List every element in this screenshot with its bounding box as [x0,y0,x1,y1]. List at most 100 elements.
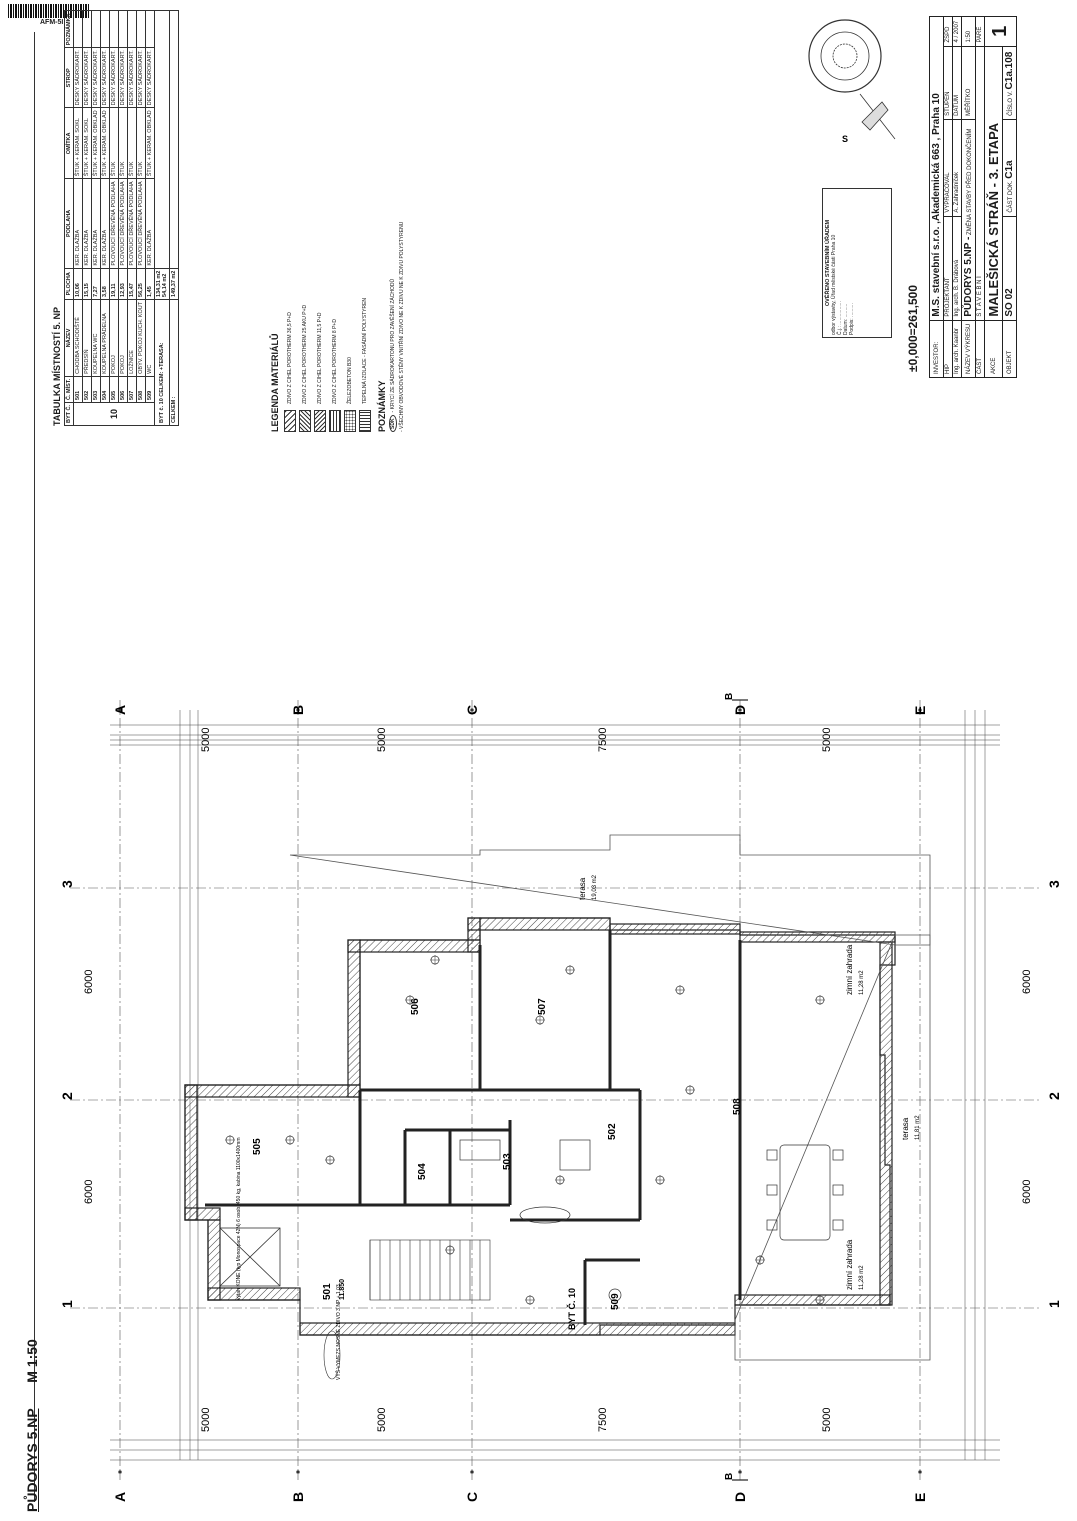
name-hip: Ing. arch. Kaanbr [952,320,962,378]
grid-lines [70,700,1040,1480]
role-designer: PROJEKTANT [943,216,953,321]
part-doc-value: C1a [1004,160,1015,179]
room-cell-area: 10,06 [73,268,83,300]
col-area: PLOCHA [64,268,74,300]
terrace-label-top-area: 19,03 m2 [592,874,598,900]
plan-title: PŮDORYS 5.NP [24,1408,40,1512]
light-fixture-icon [555,1175,565,1185]
role-stage-value: ZSPD [943,16,953,47]
room-cell-plaster: ŠTUK [136,107,146,179]
legend-label: TEPELNÁ IZOLACE - FASÁDNÍ POLYSTYREN [362,297,368,404]
grid-marker-d [738,1470,742,1474]
terrace-top-name: terasa [578,877,587,900]
room-cell-note [100,10,110,48]
legend-swatch-icon [344,410,356,432]
room-cell-name: WC [145,299,155,377]
bath-shape-icon [519,1206,571,1224]
legend-label: ZDIVO Z CIHEL POROTHERM 8 P+D [332,319,338,404]
legend-item: ZDIVO Z CIHEL POROTHERM 36,5 P+D [284,222,296,432]
note-item: SDK- KRYCÍ ZE SÁDROKARTONU PRO ZAVĚŠENÍ … [389,222,397,432]
wall-segment-501-bottom [207,1287,301,1301]
number-cell: ČÍSLO V. C1a.108 [1002,46,1017,120]
grid-label-2: 2 [59,1092,75,1100]
wall-segment-507-top [467,917,611,931]
light-fixture-icon [325,1155,335,1165]
kitchen-sink-icon [559,1139,591,1171]
note-text: - VŠECHNY OBVODOVÉ STĚNY VNITŘNÍ ZDIVO N… [399,221,405,432]
scale-value: 1:50 [961,16,976,47]
grid-label-e: E [912,1493,928,1502]
room-cell-plaster: ŠTUK + KERAM. OBKLAD [100,107,110,179]
room-cell-floor: KER. DLAŽBA [91,178,101,269]
terrace-labels: terasa 19,03 m2 zimní zahrada 11,28 m2 t… [578,874,921,1290]
room-label-501: 501 [322,1283,333,1300]
legend-swatch-icon [329,410,341,432]
sanitary [459,1139,622,1302]
terrace-top-outline [289,834,931,946]
room-label-504: 504 [417,1163,428,1180]
light-fixture-icon [755,1255,765,1265]
grid-marker-a [118,1470,122,1474]
bathtub-icon [459,1139,501,1161]
grid-label-2: 2 [1046,1092,1062,1100]
col-note: POZNÁMKA [64,10,74,48]
room-cell-floor: PLOVOUCÍ DŘEVĚNÁ PODLAHA [127,178,137,269]
room-cell-name: KOUPELNA PRÁDELNA [100,299,110,377]
flat-number: 10 [73,402,155,426]
wall-segment-508-top [609,923,741,935]
room-cell-no: 501 [73,376,83,403]
room-label-507: 507 [537,998,548,1015]
grid-label-b: B [290,705,306,715]
part-doc-label: ČÁST DOK. [1008,180,1014,213]
office-stamp-line: Podpis: .......... [849,303,855,335]
grid-label-3: 3 [59,880,75,888]
grid-marker-c [470,708,474,712]
notes-title: POZNÁMKY [377,380,387,433]
stamp-outer-circle [808,19,882,93]
terrace-label-top: terasa [578,877,587,900]
room-cell-name: OBÝV. POKOJ KUCH. KOUT [136,299,146,377]
light-fixture-icon [430,955,440,965]
room-label-505: 505 [252,1138,263,1155]
room-cell-floor: KER. DLAŽBA [145,178,155,269]
office-stamp: OVĚŘENO STAVEBNÍM ÚŘADEM odbor výstavby,… [822,188,892,338]
grid-label-c: C [464,1492,480,1502]
number-label: ČÍSLO V. [1008,91,1014,116]
light-fixture-icon [535,1015,545,1025]
investor-label: INVESTOR: [929,320,944,378]
room-cell-note [109,10,119,48]
light-fixture-icon [225,1135,235,1145]
letter-spacing-label: 5000 [376,1408,388,1432]
title-block: INVESTOR: M.S. stavební s.r.o. ,Akademic… [929,16,1017,378]
north-arrow-letter: S [842,134,848,144]
room-cell-no: 505 [109,376,119,403]
notes-items: SDK- KRYCÍ ZE SÁDROKARTONU PRO ZAVĚŠENÍ … [389,222,405,432]
light-fixture-icon [405,995,415,1005]
object-label: OBJEKT [1002,320,1017,378]
letter-spacing-label: 7500 [597,1408,609,1432]
flat-label: BYT Č. 10 [566,1288,577,1330]
plan-scale: M 1:50 [24,1339,40,1383]
number-spacing-label: 6000 [1021,1180,1033,1204]
grid-label-d: D [732,1492,748,1502]
col-room-no: Č. MÍST. [64,376,74,403]
room-cell-floor: PLOVOUCÍ DŘEVĚNÁ PODLAHA [118,178,128,269]
room-table-block: TABULKA MÍSTNOSTÍ 5. NP BYT Č. Č. MÍST. … [52,10,179,426]
room-cell-floor: KER. DLAŽBA [82,178,92,269]
room-label-508: 508 [732,1098,743,1115]
role-drawn: VYPRACOVAL [943,119,953,217]
total-empty [169,10,179,269]
legend-swatch-icon [359,410,371,432]
room-cell-no: 506 [118,376,128,403]
room-cell-area: 1,45 [145,268,155,300]
chair-icon [832,1219,844,1231]
barcode-code: AFM-5I [40,19,64,26]
name-drawn: A. Zahradníček [952,119,962,217]
